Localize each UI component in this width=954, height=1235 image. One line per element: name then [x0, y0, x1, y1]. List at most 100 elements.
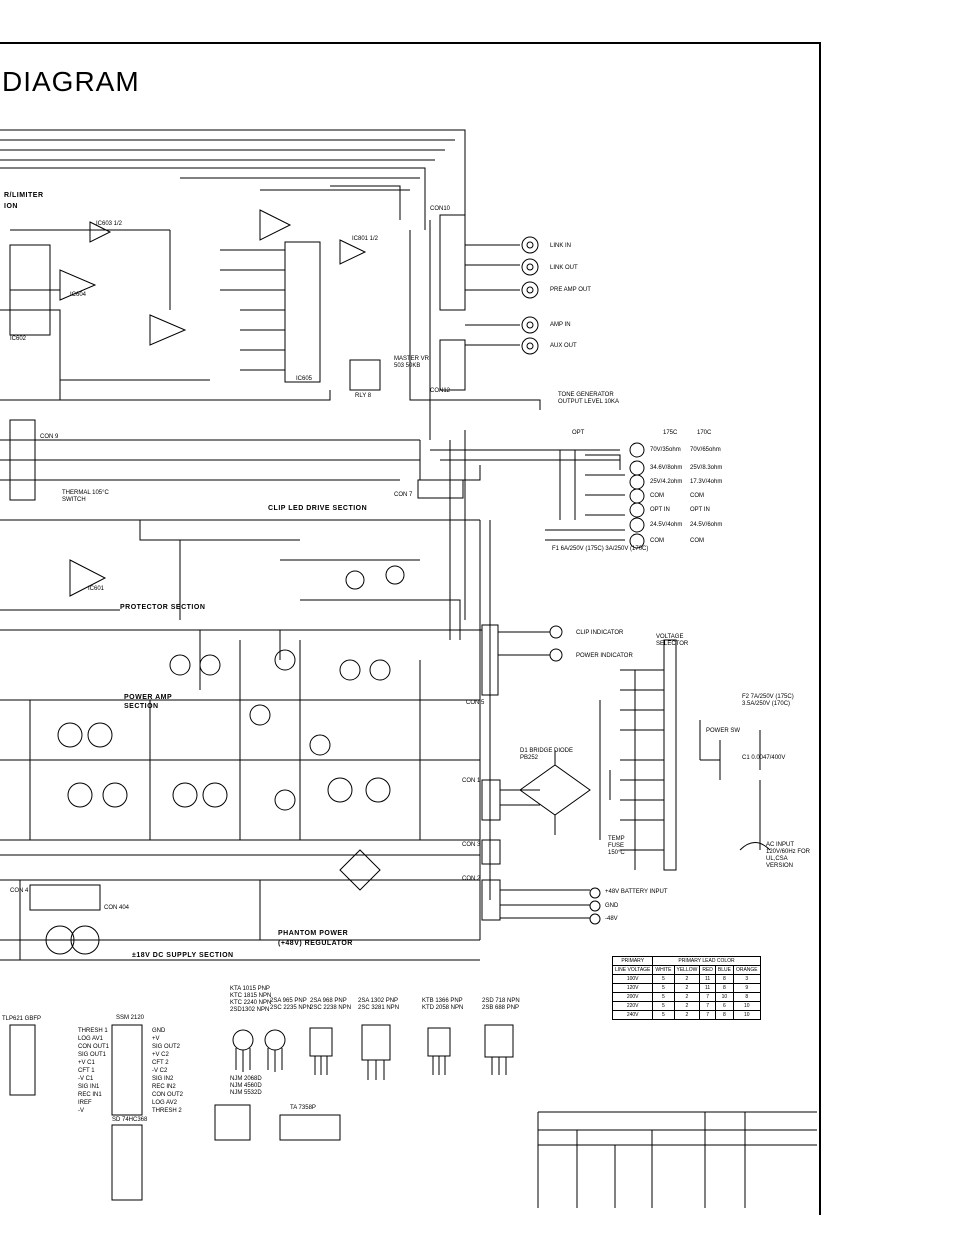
table-row: 220V 5 2 7 6 10	[611, 1001, 761, 1011]
ic602-label: IC602	[10, 336, 27, 342]
pin-label: IREF	[78, 1100, 92, 1106]
pin-label: CON OUT2	[152, 1092, 184, 1098]
connector-label: CON10	[430, 206, 451, 212]
tap-b-label: 17.3V/4ohm	[690, 479, 723, 485]
power-amp-section-label: POWER AMP	[124, 694, 173, 701]
pin-label: THRESH 2	[152, 1108, 182, 1114]
pin-label: -V	[78, 1108, 84, 1114]
lead-table-column-header: RED	[699, 965, 716, 975]
sd74hc368-label: SD 74HC368	[112, 1117, 148, 1123]
minus48v-label: -48V	[605, 916, 618, 922]
voltage-cell: 220V	[611, 1001, 654, 1011]
lead-table-primary-header: PRIMARY	[611, 956, 654, 966]
lead-cell: 8	[714, 983, 734, 993]
lead-cell: 5	[652, 1001, 675, 1011]
table-row: 100V 5 2 11 8 3	[611, 974, 761, 984]
lead-cell: 10	[732, 1010, 761, 1020]
battery-input-label: +48V BATTERY INPUT	[605, 889, 668, 895]
connector-label: CON 7	[394, 492, 413, 498]
lead-table-line-header: LINE VOLTAGE	[611, 965, 654, 975]
pin-label: SIG IN2	[152, 1076, 174, 1082]
lead-cell: 7	[699, 1001, 716, 1011]
lead-cell: 2	[673, 983, 701, 993]
lead-cell: 11	[699, 974, 716, 984]
transistor-group-3-label: 2SA 968 PNP 2SC 2238 NPN	[310, 998, 352, 1011]
pin-label: LOG AV2	[152, 1100, 177, 1106]
pin-label: SIG OUT1	[78, 1052, 107, 1058]
power-indicator-label: POWER INDICATOR	[576, 653, 633, 659]
connector-label: CON 2	[462, 876, 481, 882]
clip-indicator-label: CLIP INDICATOR	[576, 630, 624, 636]
pin-label: -V C1	[78, 1076, 94, 1082]
lead-cell: 3	[732, 974, 761, 984]
tap-a-label: COM	[650, 493, 664, 499]
lead-cell: 8	[732, 992, 761, 1002]
lead-cell: 11	[699, 983, 716, 993]
connector-label: CON 5	[466, 700, 485, 706]
lead-cell: 2	[673, 1010, 701, 1020]
tap-a-label: OPT IN	[650, 507, 670, 513]
transistor-group-6-label: 2SD 718 NPN 2SB 688 PNP	[482, 998, 520, 1011]
lead-cell: 2	[673, 1001, 701, 1011]
col-170c-label: 170C	[697, 430, 712, 436]
lead-cell: 2	[673, 974, 701, 984]
ic605-label: IC605	[296, 376, 313, 382]
ic604-label: IC604	[70, 292, 87, 298]
table-row: 240V 5 2 7 8 10	[611, 1010, 761, 1020]
table-row: 120V 5 2 11 8 9	[611, 983, 761, 993]
power-switch-label: POWER SW	[706, 728, 740, 734]
pin-label: THRESH 1	[78, 1028, 108, 1034]
lead-table-column-header: ORANGE	[732, 965, 761, 975]
link-out-jack-label: LINK OUT	[550, 265, 578, 271]
opt-label: OPT	[572, 430, 585, 436]
relay-label: RLY 8	[355, 393, 372, 399]
lead-cell: 7	[699, 992, 716, 1002]
tap-b-label: 70V/65ohm	[690, 447, 721, 453]
lead-cell: 10	[714, 992, 734, 1002]
capacitor-c1-label: C1 0.0047/400V	[742, 755, 786, 761]
lead-table-lead-header: PRIMARY LEAD COLOR	[652, 956, 761, 966]
phantom-section-sub: (+48V) REGULATOR	[278, 940, 353, 947]
lead-table-column-header: WHITE	[652, 965, 675, 975]
pin-label: CON OUT1	[78, 1044, 110, 1050]
tap-b-label: OPT IN	[690, 507, 710, 513]
pre-amp-out-jack-label: PRE AMP OUT	[550, 287, 591, 293]
pin-label: REC IN2	[152, 1084, 176, 1090]
transistor-group-4-label: 2SA 1302 PNP 2SC 3281 NPN	[358, 998, 400, 1011]
voltage-selector-label: VOLTAGE SELECTOR	[656, 634, 689, 647]
pin-label: GND	[152, 1028, 166, 1034]
dc-supply-section-label: ±18V DC SUPPLY SECTION	[132, 952, 234, 959]
amp-in-jack-label: AMP IN	[550, 322, 571, 328]
col-175c-label: 175C	[663, 430, 678, 436]
pin-label: +V C1	[78, 1060, 95, 1066]
table-row: 200V 5 2 7 10 8	[611, 992, 761, 1002]
tap-a-label: 34.6V/8ohm	[650, 465, 683, 471]
transistor-group-1-label: KTA 1015 PNP KTC 1815 NPN KTC 2240 NPN 2…	[230, 986, 272, 1013]
pin-label: -V C2	[152, 1068, 168, 1074]
lead-table-column-header: BLUE	[714, 965, 734, 975]
connector-label: CON 404	[104, 905, 130, 911]
gnd-label: GND	[605, 903, 619, 909]
voltage-cell: 240V	[611, 1010, 654, 1020]
phantom-section-label: PHANTOM POWER	[278, 930, 349, 937]
lead-cell: 5	[652, 983, 675, 993]
lead-cell: 6	[714, 1001, 734, 1011]
tap-a-label: 70V/35ohm	[650, 447, 681, 453]
voltage-cell: 120V	[611, 983, 654, 993]
pin-label: +V C2	[152, 1052, 169, 1058]
fuse-f2-note: F2 7A/250V (175C) 3.5A/250V (170C)	[742, 694, 794, 707]
limiter-section-label: R/LIMITER	[4, 192, 44, 199]
fuse-f1-note: F1 6A/250V (175C) 3A/250V (170C)	[552, 546, 649, 552]
ssm2120-label: SSM 2120	[116, 1015, 145, 1021]
tap-b-label: COM	[690, 538, 704, 544]
clip-led-section-label: CLIP LED DRIVE SECTION	[268, 505, 368, 512]
pin-label: SIG IN1	[78, 1084, 100, 1090]
njm-ic-label: NJM 2068D NJM 4560D NJM 5532D	[230, 1076, 262, 1096]
tap-a-label: COM	[650, 538, 664, 544]
tap-a-label: 25V/4.2ohm	[650, 479, 683, 485]
connector-label: CON12	[430, 388, 451, 394]
pin-label: SIG OUT2	[152, 1044, 181, 1050]
